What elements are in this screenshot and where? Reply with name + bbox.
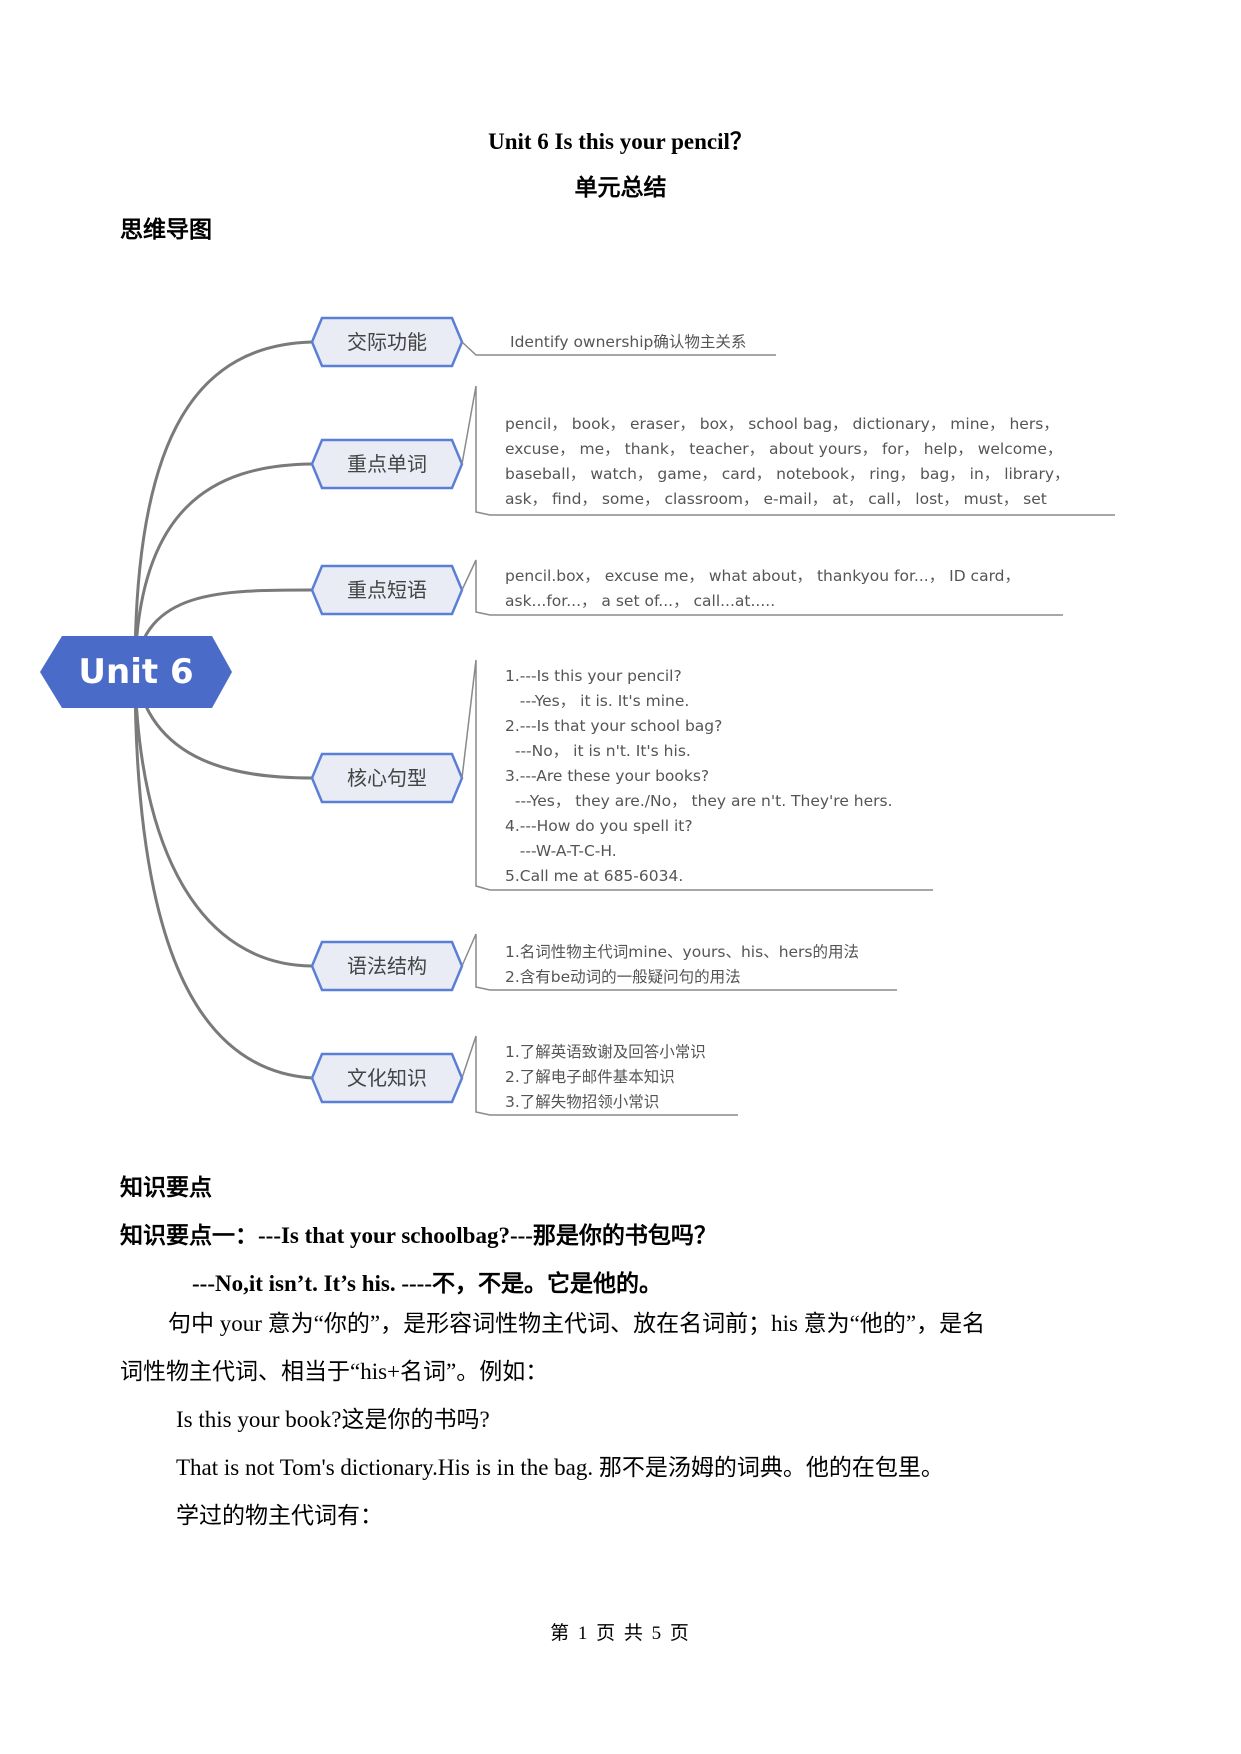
mind-map-node: 核心句型 1.---Is this your pencil? ---Yes， i… [310, 659, 933, 891]
leaf-text: excuse， me， thank， teacher， about yours，… [505, 440, 1062, 458]
leaf-text: 1.名词性物主代词mine、yours、his、hers的用法 [505, 943, 859, 961]
branch-line [133, 669, 313, 968]
document-title: Unit 6 Is this your pencil？ [488, 129, 753, 154]
example-2: That is not Tom's dictionary.His is in t… [176, 1455, 944, 1480]
example-1: Is this your book?这是你的书吗? [176, 1407, 490, 1432]
knowledge-heading: 知识要点 [120, 1175, 212, 1200]
node-label: 交际功能 [347, 330, 427, 354]
leaf-underline [461, 385, 1115, 516]
explanation-line-1: 句中 your 意为“你的”，是形容词性物主代词、放在名词前；his 意为“他的… [168, 1311, 986, 1336]
mind-map-branches [133, 340, 313, 1080]
leaf-text: 2.---Is that your school bag? [505, 717, 722, 735]
node-label: 重点短语 [347, 578, 427, 602]
leaf-text: pencil， book， eraser， box， school bag， d… [505, 415, 1059, 433]
node-label: 语法结构 [347, 954, 427, 978]
mind-map-node: 文化知识 1.了解英语致谢及回答小常识 2.了解电子邮件基本知识 3.了解失物招… [310, 1035, 738, 1116]
section-mindmap-heading: 思维导图 [120, 217, 212, 242]
node-label: 核心句型 [347, 766, 427, 790]
branch-line [133, 462, 313, 671]
leaf-underline [461, 1035, 738, 1116]
branch-line [133, 669, 313, 1080]
leaf-text: 2.了解电子邮件基本知识 [505, 1068, 675, 1086]
leaf-underline [461, 659, 933, 891]
leaf-text: 1.---Is this your pencil? [505, 667, 682, 685]
leaf-text: 3.了解失物招领小常识 [505, 1093, 659, 1111]
mind-map: Unit 6 交际功能 Identify ownership确认物主关系 重点单… [40, 316, 1115, 1116]
node-label: 文化知识 [347, 1066, 427, 1090]
learned-pronouns-intro: 学过的物主代词有： [176, 1503, 383, 1528]
leaf-text: 3.---Are these your books? [505, 767, 709, 785]
explanation-line-2: 词性物主代词、相当于“his+名词”。例如： [120, 1359, 549, 1384]
leaf-text: Identify ownership确认物主关系 [510, 333, 746, 351]
root-label: Unit 6 [78, 652, 193, 692]
mind-map-node: 重点单词 pencil， book， eraser， box， school b… [310, 385, 1115, 516]
page-footer: 第 1 页 共 5 页 [550, 1623, 691, 1644]
leaf-text: ---Yes， they are./No， they are n't. They… [505, 792, 893, 810]
leaf-underline [461, 933, 897, 991]
mind-map-root: Unit 6 [40, 636, 232, 708]
leaf-text: ask...for...， a set of...， call...at....… [505, 592, 775, 610]
node-label: 重点单词 [347, 452, 427, 476]
leaf-text: 2.含有be动词的一般疑问句的用法 [505, 968, 741, 986]
leaf-text: ---W-A-T-C-H. [505, 842, 617, 860]
leaf-text: ---Yes， it is. It's mine. [505, 692, 689, 710]
knowledge-point-1-title: 知识要点一：---Is that your schoolbag?---那是你的书… [120, 1223, 717, 1248]
mind-map-node: 语法结构 1.名词性物主代词mine、yours、his、hers的用法 2.含… [310, 933, 897, 992]
mind-map-node: 交际功能 Identify ownership确认物主关系 [310, 316, 776, 368]
leaf-text: baseball， watch， game， card， notebook， r… [505, 465, 1070, 483]
mind-map-nodes: 交际功能 Identify ownership确认物主关系 重点单词 penci… [310, 316, 1115, 1116]
branch-line [133, 340, 313, 671]
leaf-text: pencil.box， excuse me， what about， thank… [505, 567, 1020, 585]
leaf-text: 5.Call me at 685-6034. [505, 867, 683, 885]
mind-map-node: 重点短语 pencil.box， excuse me， what about， … [310, 559, 1063, 616]
knowledge-point-1-answer: ---No,it isn’t. It’s his. ----不，不是。它是他的。 [192, 1271, 662, 1296]
root-shape-outer [40, 636, 232, 708]
document-subtitle: 单元总结 [574, 175, 667, 200]
leaf-underline [461, 341, 776, 356]
leaf-text: ---No， it is n't. It's his. [505, 742, 691, 760]
leaf-text: 1.了解英语致谢及回答小常识 [505, 1043, 706, 1061]
leaf-text: ask， find， some， classroom， e-mail， at， … [505, 490, 1047, 508]
leaf-text: 4.---How do you spell it? [505, 817, 693, 835]
leaf-underline [461, 559, 1063, 616]
